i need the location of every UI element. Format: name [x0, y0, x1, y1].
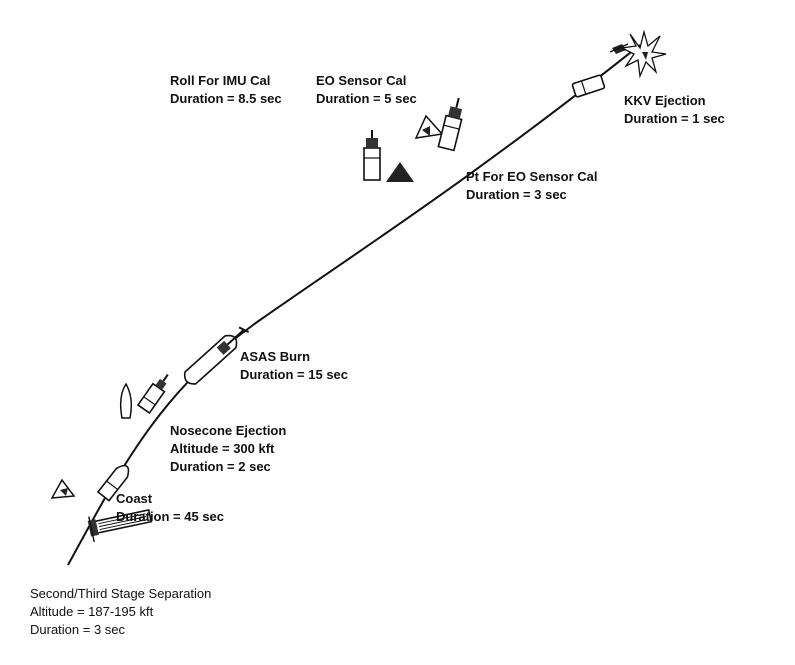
- trajectory-curve: [67, 44, 641, 566]
- target-icon: [609, 43, 629, 54]
- event-title: Roll For IMU Cal: [170, 73, 271, 88]
- asas-burn-vehicle-icon: [183, 326, 250, 385]
- event-detail: Duration = 3 sec: [466, 187, 567, 202]
- spent-stage-icon: [87, 508, 153, 543]
- label-nosecone-ejection: Nosecone Ejection Altitude = 300 kft Dur…: [170, 422, 286, 476]
- event-detail: Duration = 8.5 sec: [170, 91, 282, 106]
- event-detail: Duration = 45 sec: [116, 509, 225, 524]
- coast-vehicle-icon: [96, 464, 130, 502]
- kkv-icon: [571, 74, 606, 98]
- eo-cal-debris-icon: [414, 114, 444, 139]
- event-detail: Duration = 15 sec: [240, 367, 349, 382]
- label-kkv-ejection: KKV Ejection Duration = 1 sec: [624, 92, 725, 128]
- event-detail-2: Duration = 3 sec: [30, 622, 126, 637]
- coast-debris-icon: [50, 478, 76, 499]
- label-asas-burn: ASAS Burn Duration = 15 sec: [240, 348, 348, 384]
- nosecone-fragment-icon: [119, 382, 133, 419]
- label-pt-eo-sensor-cal: Pt For EO Sensor Cal Duration = 3 sec: [466, 168, 597, 204]
- label-eo-sensor-cal: EO Sensor Cal Duration = 5 sec: [316, 72, 417, 108]
- label-coast: Coast Duration = 45 sec: [116, 490, 224, 526]
- nosecone-vehicle-icon: [136, 374, 169, 415]
- eo-cal-vehicle-icon: [437, 97, 463, 152]
- event-detail: Altitude = 187-195 kft: [30, 604, 154, 619]
- event-title: KKV Ejection: [624, 93, 706, 108]
- event-detail-2: Duration = 2 sec: [170, 459, 271, 474]
- intercept-burst-icon: [619, 29, 667, 79]
- label-roll-imu-cal: Roll For IMU Cal Duration = 8.5 sec: [170, 72, 282, 108]
- event-detail: Altitude = 300 kft: [170, 441, 275, 456]
- event-title: Second/Third Stage Separation: [30, 586, 212, 601]
- event-title: Pt For EO Sensor Cal: [466, 169, 598, 184]
- event-title: ASAS Burn: [240, 349, 311, 364]
- label-stage-separation: Second/Third Stage Separation Altitude =…: [30, 585, 211, 639]
- roll-vehicle-icon: [363, 130, 381, 181]
- event-detail: Duration = 5 sec: [316, 91, 417, 106]
- event-title: EO Sensor Cal: [316, 73, 407, 88]
- event-title: Nosecone Ejection: [170, 423, 287, 438]
- event-title: Coast: [116, 491, 153, 506]
- event-detail: Duration = 1 sec: [624, 111, 725, 126]
- roll-debris-icon: [386, 162, 414, 182]
